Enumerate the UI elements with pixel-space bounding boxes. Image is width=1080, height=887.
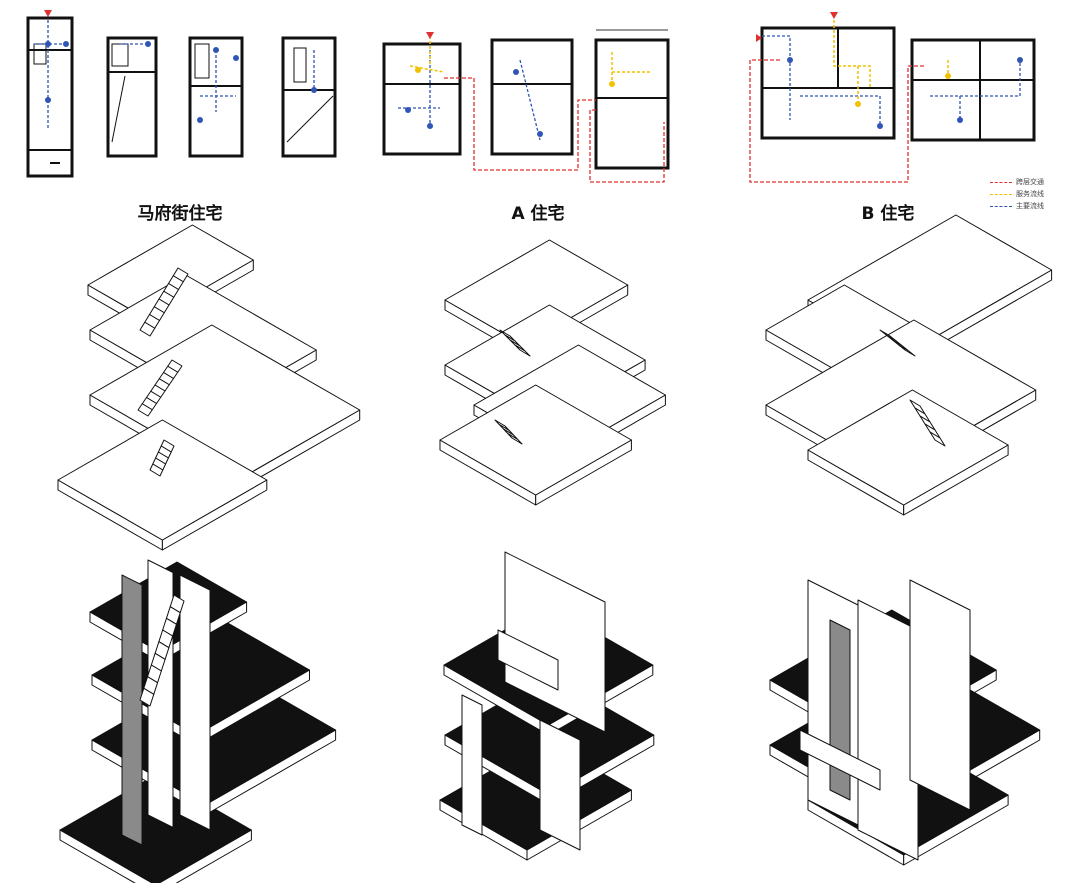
b-stair-a-step: [898, 344, 916, 357]
plan-mafu-1: [26, 16, 74, 178]
a-slab-4-top: [444, 239, 629, 346]
mafu-wall-c: [179, 574, 211, 831]
b-wall-b: [857, 599, 919, 861]
legend-swatch: [990, 181, 1012, 183]
plans-house-a: [382, 29, 670, 183]
a-wall-c: [461, 694, 483, 836]
plans-mafu: [26, 10, 337, 178]
a-stair-a-step: [514, 344, 531, 357]
a-stair-b-step: [507, 433, 523, 445]
plan-b-2: [910, 38, 1036, 142]
legend-swatch: [990, 193, 1012, 195]
flow-legend: 跨层交通 服务流线 主要流线: [990, 176, 1078, 212]
legend-item-cross-floor: 跨层交通: [990, 176, 1078, 188]
plan-a-3: [594, 38, 670, 170]
legend-swatch: [990, 205, 1012, 207]
legend-label: 跨层交通: [1016, 178, 1044, 186]
mafu-slab-1-top: [57, 419, 268, 541]
plan-mafu-3: [188, 36, 244, 158]
plan-b-1: [760, 26, 896, 140]
b-wall-c: [909, 579, 971, 811]
legend-label: 服务流线: [1016, 190, 1044, 198]
a-wall-d: [539, 719, 581, 851]
plan-a-1: [382, 42, 462, 156]
mafu-stair-c-step: [149, 463, 164, 477]
mafu-stair-a-step: [139, 321, 156, 337]
legend-item-service-flow: 服务流线: [990, 188, 1078, 200]
a-slab-1-top: [439, 384, 632, 496]
caption-house-b: B 住宅: [861, 204, 915, 224]
mafu-stair-3d-step: [139, 687, 155, 707]
legend-label: 主要流线: [1016, 202, 1044, 210]
b-slab-1-top: [807, 389, 1009, 506]
b-stair-b-step: [929, 431, 946, 447]
mafu-stair-b-step: [137, 403, 153, 417]
caption-house-a: A 住宅: [511, 204, 565, 224]
a-wall-b: [497, 629, 559, 691]
plan-mafu-4: [281, 36, 337, 158]
b-wall-e: [799, 729, 881, 791]
axonometric-layer: [57, 214, 1053, 887]
plans-house-b: [749, 12, 1036, 183]
caption-mafu-residence: 马府街住宅: [137, 204, 223, 224]
legend-item-main-flow: 主要流线: [990, 200, 1078, 212]
plan-a-2: [490, 38, 574, 156]
plan-mafu-2: [106, 36, 158, 158]
mafu-wall-a: [121, 574, 143, 846]
